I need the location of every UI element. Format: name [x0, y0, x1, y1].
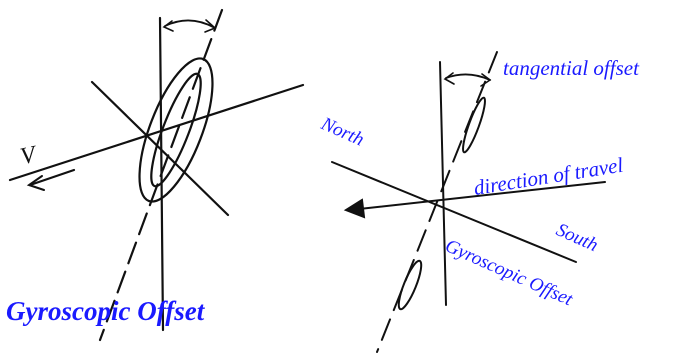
left-caption: Gyroscopic Offset [6, 296, 206, 326]
tangential-arc-head-right [480, 73, 492, 87]
north-south-line [331, 161, 577, 263]
left-travel-line [8, 83, 305, 182]
left-velocity-arrowhead [26, 175, 45, 191]
tangential-arc-head-left [443, 72, 455, 85]
right-upper-ellipse [462, 96, 486, 154]
north-label: North [317, 113, 367, 151]
right-lower-ellipse [397, 259, 423, 311]
left-figure [8, 8, 305, 342]
right-vertical-line [439, 61, 447, 306]
left-velocity-arrow [28, 168, 76, 187]
left-spin-axis [98, 8, 224, 342]
right-spin-axis [376, 51, 498, 353]
left-arc-head-right [204, 19, 217, 33]
right-figure [331, 51, 606, 353]
left-outer-ellipse [138, 57, 214, 203]
travel-direction-line [349, 181, 606, 211]
tangential-offset-label: tangential offset [503, 56, 640, 80]
left-cross-line [90, 80, 230, 217]
velocity-label: V [18, 141, 40, 170]
left-arc-head-left [162, 20, 174, 32]
south-label: South [553, 219, 601, 256]
direction-of-travel-label: direction of travel [472, 153, 625, 200]
gyroscopic-offset-label: Gyroscopic Offset [442, 235, 576, 310]
left-offset-arc [164, 19, 216, 29]
left-inner-ellipse [150, 72, 202, 188]
travel-arrowhead [343, 198, 366, 219]
tangential-offset-arc [445, 73, 491, 81]
